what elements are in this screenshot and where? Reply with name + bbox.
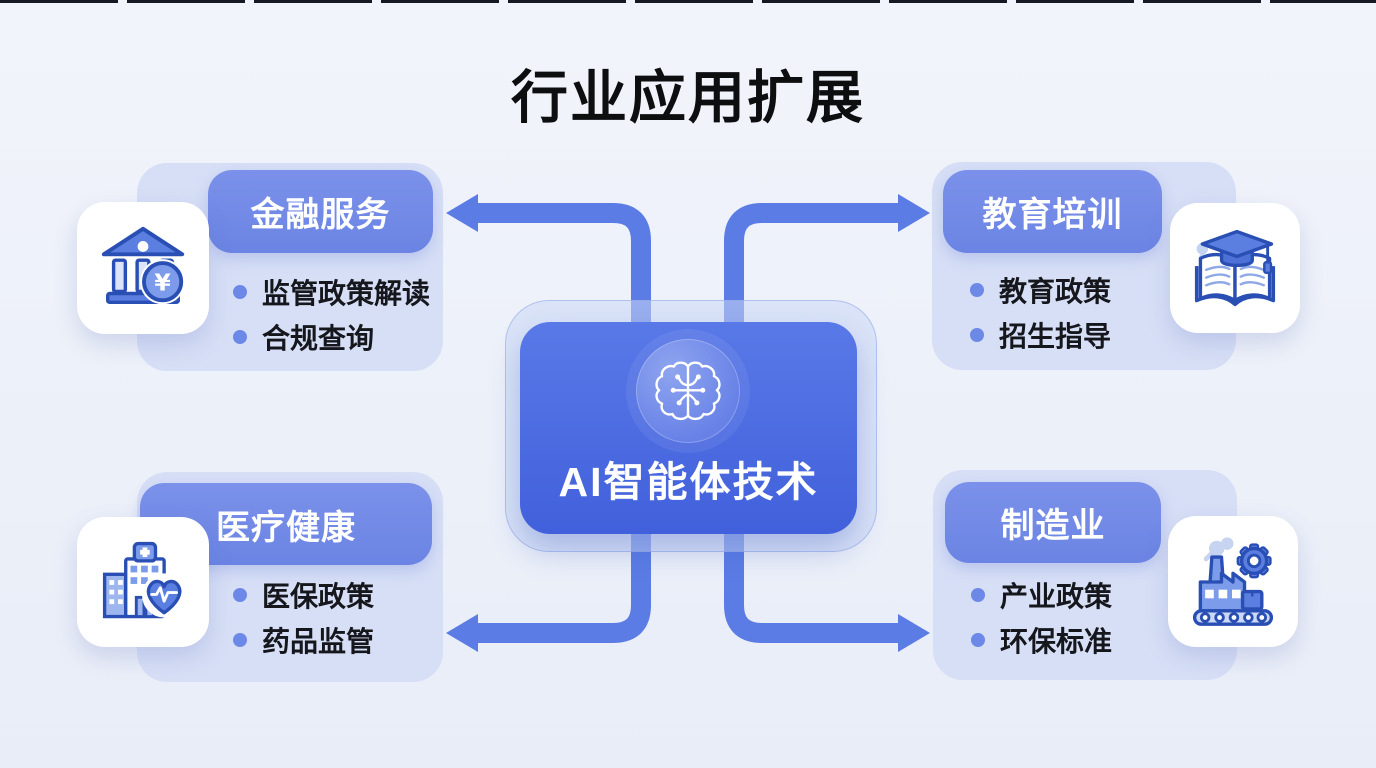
- factory-gear-icon: [1192, 536, 1274, 626]
- manufacturing-icon-tile: [1168, 516, 1298, 647]
- list-item-label: 教育政策: [999, 276, 1112, 307]
- sector-item-list: 产业政策 环保标准: [971, 578, 1112, 668]
- list-item: 招生指导: [970, 318, 1111, 352]
- list-item: 环保标准: [971, 623, 1112, 657]
- center-node: AI智能体技术: [520, 322, 857, 534]
- arrowhead-right-top: [898, 194, 930, 232]
- list-item-label: 监管政策解读: [262, 278, 431, 309]
- list-item-label: 招生指导: [999, 321, 1112, 352]
- arrowhead-left-bottom: [446, 614, 478, 652]
- list-item-label: 医保政策: [262, 581, 375, 612]
- bullet-dot: [233, 633, 247, 647]
- list-item: 产业政策: [971, 578, 1112, 612]
- list-item-label: 环保标准: [1000, 626, 1113, 657]
- svg-text:¥: ¥: [154, 269, 171, 297]
- list-item: 药品监管: [233, 623, 374, 657]
- bullet-dot: [233, 285, 247, 299]
- hospital-heart-icon: [102, 541, 187, 619]
- connector-top-left: [470, 203, 651, 345]
- sector-title: 金融服务: [250, 196, 391, 234]
- book-graduation-cap-icon: [1194, 229, 1276, 307]
- sector-item-list: 医保政策 药品监管: [233, 578, 374, 668]
- sector-item-list: 监管政策解读 合规查询: [233, 275, 430, 365]
- sector-title: 教育培训: [982, 196, 1123, 234]
- sector-header-finance: 金融服务: [208, 170, 433, 253]
- connector-bottom-right: [724, 505, 906, 643]
- center-node-label: AI智能体技术: [558, 459, 819, 505]
- sector-header-manufacturing: 制造业: [945, 482, 1161, 563]
- bullet-dot: [233, 330, 247, 344]
- bullet-dot: [970, 283, 984, 297]
- bullet-dot: [971, 633, 985, 647]
- list-item-label: 合规查询: [262, 323, 375, 354]
- bullet-dot: [970, 328, 984, 342]
- healthcare-icon-tile: [77, 517, 209, 647]
- list-item: 医保政策: [233, 578, 374, 612]
- list-item-label: 产业政策: [1000, 581, 1113, 612]
- arrowhead-right-bottom: [898, 614, 930, 652]
- sector-title: 制造业: [1000, 507, 1106, 545]
- bullet-dot: [233, 588, 247, 602]
- bank-yuan-icon: ¥: [101, 226, 186, 305]
- bullet-dot: [971, 588, 985, 602]
- education-icon-tile: [1170, 203, 1300, 333]
- brain-circuit-icon: [655, 361, 721, 421]
- connector-top-right: [724, 203, 906, 345]
- arrowhead-left-top: [446, 194, 478, 232]
- finance-icon-tile: ¥: [77, 202, 209, 334]
- list-item: 监管政策解读: [233, 275, 430, 309]
- top-edge-strip: [0, 0, 1376, 3]
- list-item: 教育政策: [970, 273, 1111, 307]
- list-item: 合规查询: [233, 320, 430, 354]
- page-title: 行业应用扩展: [511, 66, 865, 130]
- sector-header-education: 教育培训: [943, 170, 1162, 253]
- brain-badge: [636, 339, 740, 443]
- sector-title: 医疗健康: [216, 508, 356, 547]
- sector-item-list: 教育政策 招生指导: [970, 273, 1111, 363]
- list-item-label: 药品监管: [262, 626, 375, 657]
- connector-bottom-left: [470, 505, 651, 643]
